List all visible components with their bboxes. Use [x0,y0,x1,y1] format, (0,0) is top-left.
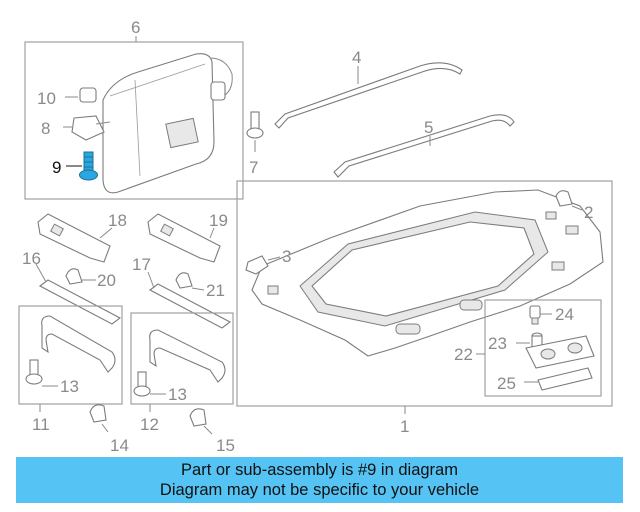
part-8-holder [71,115,105,141]
part-5-strip [333,114,515,178]
part-7-screw [246,111,264,139]
part-13-screw-left [25,359,43,385]
callout-19: 19 [209,211,228,230]
part-20-cap [65,268,83,285]
part-13-screw-right [133,371,151,397]
sun-visor [102,53,215,194]
callout-22: 22 [454,345,473,364]
callout-23: 23 [488,334,507,353]
callout-7: 7 [249,158,258,177]
part-10-clip [79,87,97,103]
callout-5: 5 [424,118,433,137]
callout-4: 4 [352,48,361,67]
callout-18: 18 [108,211,127,230]
callout-1: 1 [400,417,409,436]
grab-handle-left [41,315,116,373]
part-21-cap [175,272,193,289]
banner-line-1: Part or sub-assembly is #9 in diagram [181,461,458,479]
callout-25: 25 [497,374,516,393]
part-17-strip [148,283,232,329]
callout-21: 21 [206,281,225,300]
part-9-screw [79,151,98,181]
callout-3: 3 [282,247,291,266]
callout-11: 11 [32,415,50,434]
part-4-strip [274,62,463,129]
callout-17: 17 [132,255,151,274]
part-2-clip [555,190,573,207]
callout-14: 14 [110,436,129,455]
callout-15: 15 [216,436,235,455]
part-25-cover [537,367,593,391]
part-3-clip [245,255,269,275]
grab-handle-right [149,329,226,383]
handle-group-11-box [18,305,123,405]
part-14-cap [89,404,107,423]
lamp-group-box [484,299,602,397]
headliner-group-box [236,180,613,407]
part-18-bracket [37,213,111,263]
callout-13-left: 13 [60,377,79,396]
callout-13-right: 13 [168,385,187,404]
callout-12: 12 [140,415,159,434]
callout-9: 9 [52,158,61,177]
info-banner: Part or sub-assembly is #9 in diagram Di… [16,457,623,503]
part-16-strip [38,279,122,325]
callout-20: 20 [97,271,116,290]
callout-6: 6 [131,18,140,37]
callout-16: 16 [22,249,41,268]
banner-line-2: Diagram may not be specific to your vehi… [159,481,480,499]
callout-10: 10 [37,89,56,108]
callout-8: 8 [41,119,50,138]
handle-group-12-box [130,312,234,405]
part-15-cap [189,408,207,427]
callout-24: 24 [555,305,574,324]
part-24-bulb [529,305,541,325]
vanity-mirror [165,117,199,149]
visor-group-box [24,41,244,200]
callout-2: 2 [584,203,593,222]
